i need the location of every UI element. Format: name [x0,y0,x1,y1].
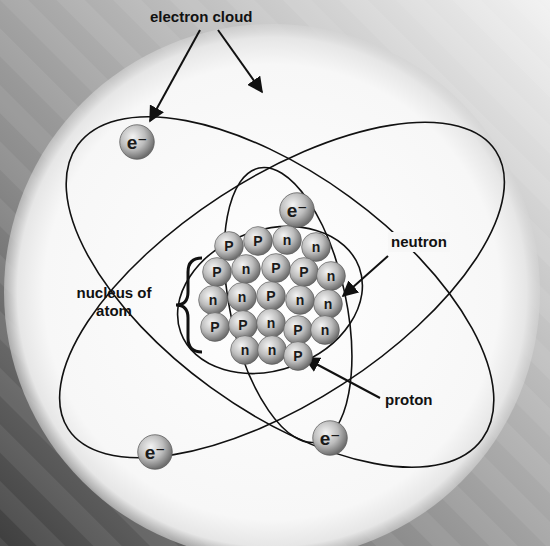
sphere-outline [273,226,302,255]
nucleus-particle: P [283,341,313,371]
sphere-outline [284,316,313,345]
electron: e⁻ [119,124,155,160]
sphere-outline [203,258,232,287]
group-label: nucleus of atom [66,284,162,320]
electron-symbol: e⁻ [279,192,315,228]
particle-letter: n [285,285,315,315]
electron-cloud [4,24,540,546]
sphere-outline [258,336,287,365]
particle-letter: n [257,335,287,365]
nucleus-particle: n [316,261,346,291]
particle-letter: P [256,281,286,311]
leader-lines [150,30,388,398]
sphere-outline [286,286,315,315]
electron-symbol: e⁻ [312,420,348,456]
electron-symbol: e⁻ [137,434,173,470]
sphere-outline [138,435,173,470]
sphere-outline [199,286,228,315]
nucleus-particle: P [202,257,232,287]
electron: e⁻ [312,420,348,456]
sphere-outline [229,311,258,340]
nucleus-particle: P [261,253,291,283]
part-label: proton [382,390,435,410]
nucleus-particle: P [283,315,313,345]
particle-letter: P [283,341,313,371]
nucleus-particle: n [257,335,287,365]
electron: e⁻ [137,434,173,470]
sphere-outline [232,255,261,284]
particle-letter: P [243,226,273,256]
particle-letter: n [310,315,340,345]
bracket [176,258,202,352]
sphere-outline [244,227,273,256]
nucleus-particle: n [313,289,343,319]
nucleus-particle: n [310,315,340,345]
electron-symbol: e⁻ [119,124,155,160]
sphere-outline [201,313,230,342]
sphere-outline [302,233,331,262]
nucleus-particle: P [243,226,273,256]
leader-arrow [150,30,200,121]
particle-letter: n [231,254,261,284]
part-label: neutron [388,232,450,252]
nucleus-particle: n [198,285,228,315]
particle-letter: P [261,253,291,283]
particle-letter: n [272,225,302,255]
part-label: electron cloud [150,8,325,26]
sphere-outline [317,262,346,291]
leader-arrow [343,256,388,296]
leader-arrow [218,30,262,92]
particle-letter: n [256,308,286,338]
particle-letter: P [200,312,230,342]
nucleus-particle: n [285,285,315,315]
nucleus-particle: n [227,282,257,312]
particle-letter: P [283,315,313,345]
sphere-outline [284,342,313,371]
particle-letter: n [227,282,257,312]
sphere-outline [314,290,343,319]
sphere-outline [231,336,260,365]
particle-letter: P [289,257,319,287]
particle-letter: n [198,285,228,315]
nucleus-particle: n [230,335,260,365]
particle-letter: n [230,335,260,365]
particle-letter: n [316,261,346,291]
orbits [7,50,550,535]
nucleus-particle: P [200,312,230,342]
nucleus-particle: n [231,254,261,284]
nucleus-particle: P [289,257,319,287]
orbit [202,156,374,454]
leader-arrow [305,358,380,398]
orbit [8,50,550,535]
sphere-outline [120,125,155,160]
sphere-outline [290,258,319,287]
sphere-outline [313,421,348,456]
sphere-outline [257,309,286,338]
orbit [157,202,383,399]
particle-letter: n [313,289,343,319]
nucleus-particle: n [256,308,286,338]
nucleus-particle: n [272,225,302,255]
sphere-outline [280,193,315,228]
sphere-outline [262,254,291,283]
nucleus-particle: P [256,281,286,311]
sphere-outline [257,282,286,311]
particle-letter: P [202,257,232,287]
electron: e⁻ [279,192,315,228]
sphere-outline [228,283,257,312]
sphere-outline [311,316,340,345]
